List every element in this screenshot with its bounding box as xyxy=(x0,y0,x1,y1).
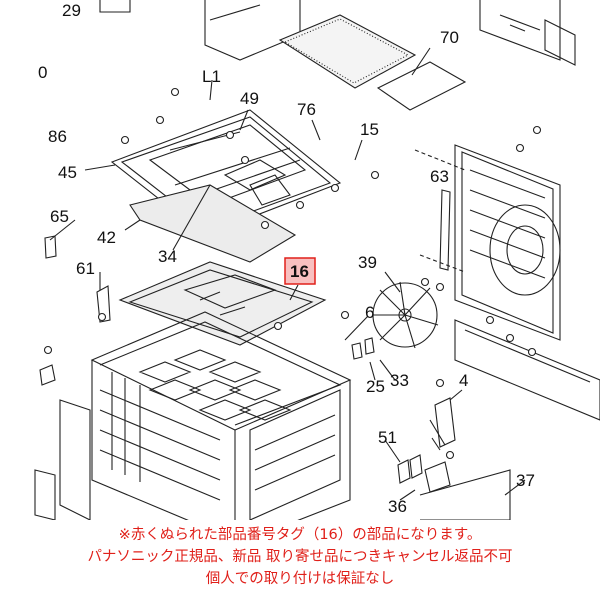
callout-42: 42 xyxy=(97,228,116,247)
panel-37 xyxy=(419,469,511,520)
rear-panel-63 xyxy=(454,144,561,341)
cover-plate-16 xyxy=(118,261,327,346)
callout-33: 33 xyxy=(390,371,409,390)
callout-34: 34 xyxy=(158,247,177,266)
callout-15: 15 xyxy=(360,120,379,139)
screws xyxy=(43,87,542,460)
callout-76: 76 xyxy=(297,100,316,119)
callout-51: 51 xyxy=(378,428,397,447)
callout-0: 0 xyxy=(38,63,47,82)
upper-panel xyxy=(204,0,301,61)
oven-body xyxy=(90,311,352,520)
plate-42 xyxy=(129,184,297,263)
perforated-plate xyxy=(278,14,417,89)
callout-25: 25 xyxy=(366,377,385,396)
callout-65: 65 xyxy=(50,207,69,226)
callout-6: 6 xyxy=(365,303,374,322)
sensor-4 xyxy=(434,397,456,448)
callout-86: 86 xyxy=(48,127,67,146)
callout-4: 4 xyxy=(459,371,468,390)
fan-39 xyxy=(372,281,439,349)
callout-61: 61 xyxy=(76,259,95,278)
callout-39: 39 xyxy=(358,253,377,272)
part-70-sheet xyxy=(376,61,467,111)
callout-29: 29 xyxy=(62,1,81,20)
parts-51 xyxy=(397,454,423,484)
part-65 xyxy=(44,235,57,259)
callout-49: 49 xyxy=(240,89,259,108)
notice-warranty-line: 個人での取り付けは保証なし xyxy=(205,571,395,587)
notice-genuine-line: パナソニック正規品、新品 取り寄せ品につきキャンセル返品不可 xyxy=(87,549,513,565)
callout-16: 16 xyxy=(290,262,309,281)
callout-70: 70 xyxy=(440,28,459,47)
callout-36: 36 xyxy=(388,497,407,516)
exploded-parts-diagram: 29 0 86 45 65 42 61 L1 49 76 15 70 63 34… xyxy=(34,0,600,520)
callout-37: 37 xyxy=(516,471,535,490)
notice-highlight-line: ※赤くぬられた部品番号タグ（16）の部品になります。 xyxy=(118,527,482,543)
callout-63: 63 xyxy=(430,167,449,186)
callout-45: 45 xyxy=(58,163,77,182)
callout-L1: L1 xyxy=(202,67,221,86)
bracket-61 xyxy=(96,285,111,323)
part-16-highlight-tag xyxy=(284,257,316,285)
top-left-bracket xyxy=(99,0,131,13)
